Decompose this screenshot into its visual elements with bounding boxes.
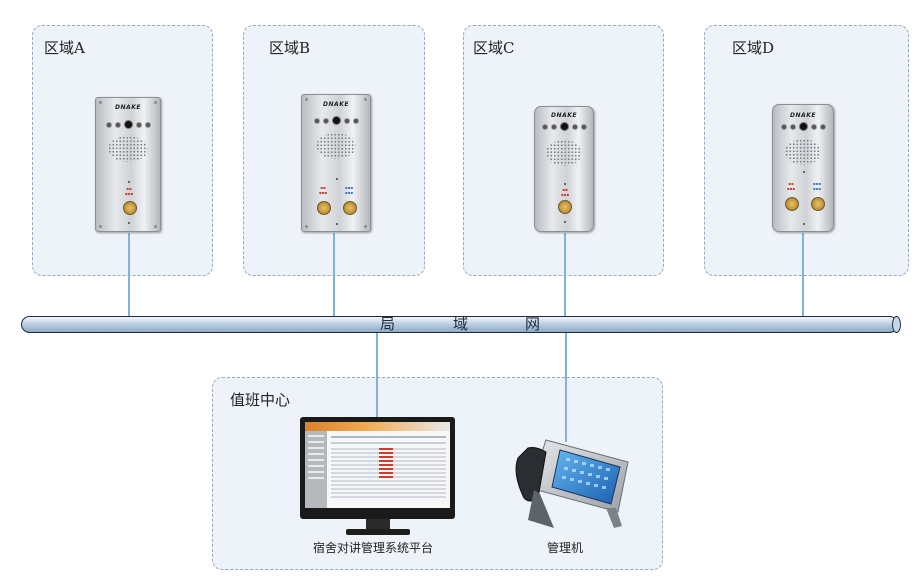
software-platform-caption: 宿舍对讲管理系统平台 xyxy=(313,541,434,555)
emergency-call-label-icon: ▪▪▪▪▪ xyxy=(786,181,796,191)
lan-bus xyxy=(21,315,901,333)
brand-logo: DNAKE xyxy=(323,101,349,108)
link-zone-a xyxy=(128,233,130,317)
speaker-grille-icon xyxy=(316,133,356,159)
duty-call-label-icon: ▪▪▪▪▪▪ xyxy=(344,185,354,195)
monitor-base-icon xyxy=(346,529,410,535)
call-button-icon xyxy=(811,197,825,211)
emergency-call-label-icon: ▪▪▪▪▪ xyxy=(124,186,134,196)
software-screenshot xyxy=(305,422,450,508)
lan-label-char-3: 网 xyxy=(525,315,541,333)
lan-label-char-2: 域 xyxy=(453,315,469,333)
zone-b-label: 区域B xyxy=(269,39,311,57)
speaker-grille-icon xyxy=(546,140,582,166)
manager-unit-caption: 管理机 xyxy=(547,541,584,555)
link-manager-unit xyxy=(565,332,567,442)
call-button-icon xyxy=(123,201,137,215)
zone-d-label: 区域D xyxy=(732,39,775,57)
monitor-icon xyxy=(300,417,455,519)
management-unit-icon xyxy=(515,439,629,528)
call-button-icon xyxy=(343,201,357,215)
speaker-grille-icon xyxy=(108,136,148,162)
intercom-panel-b: DNAKE ▪▪▪▪▪ ▪▪▪▪▪▪ xyxy=(301,94,371,232)
intercom-panel-a: DNAKE ▪▪▪▪▪ xyxy=(95,97,161,232)
call-button-icon xyxy=(785,197,799,211)
zone-c-label: 区域C xyxy=(473,39,515,57)
call-button-icon xyxy=(317,201,331,215)
intercom-panel-d: DNAKE ▪▪▪▪▪ ▪▪▪▪▪▪ xyxy=(772,104,834,232)
camera-icon xyxy=(773,122,833,131)
camera-icon xyxy=(535,122,593,131)
emergency-call-label-icon: ▪▪▪▪▪ xyxy=(318,185,328,195)
intercom-panel-c: DNAKE ▪▪▪▪▪ xyxy=(534,106,594,232)
lan-label-char-1: 局 xyxy=(380,315,396,333)
brand-logo: DNAKE xyxy=(790,112,816,119)
monitor-stand-icon xyxy=(366,519,390,531)
speaker-grille-icon xyxy=(785,139,821,165)
call-button-icon xyxy=(558,200,572,214)
brand-logo: DNAKE xyxy=(551,112,577,119)
emergency-call-label-icon: ▪▪▪▪▪ xyxy=(560,187,570,197)
link-software-platform xyxy=(376,332,378,420)
duty-center-label: 值班中心 xyxy=(230,391,291,409)
link-zone-b xyxy=(333,233,335,317)
link-zone-c xyxy=(564,233,566,317)
camera-icon xyxy=(96,120,160,129)
zone-a-label: 区域A xyxy=(44,39,85,57)
brand-logo: DNAKE xyxy=(115,104,141,111)
link-zone-d xyxy=(802,233,804,317)
camera-icon xyxy=(302,116,370,125)
duty-call-label-icon: ▪▪▪▪▪▪ xyxy=(812,181,822,191)
